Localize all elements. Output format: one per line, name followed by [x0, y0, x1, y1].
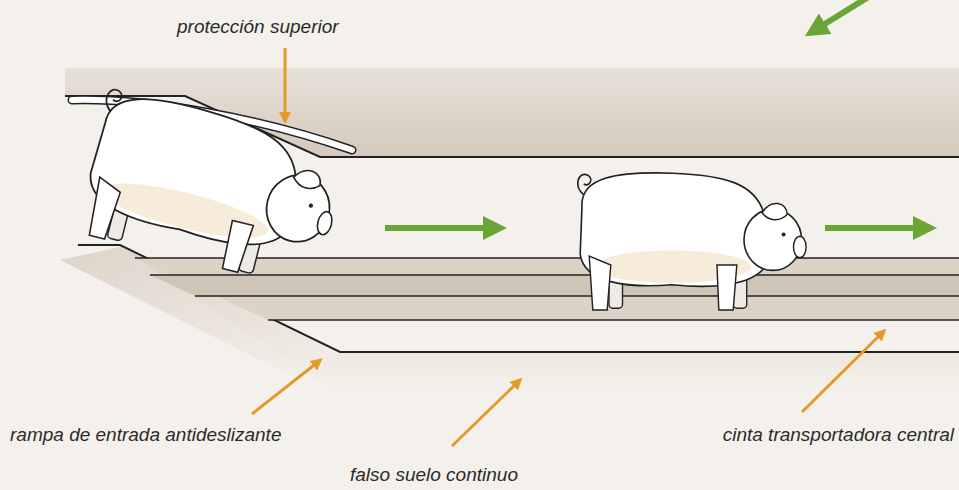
leader-arrow [284, 48, 287, 118]
pig [74, 86, 351, 291]
ramp [78, 245, 959, 352]
flow-arrow [825, 225, 925, 231]
belt-lines [135, 258, 959, 320]
part-label: rampa de entrada antideslizante [10, 424, 281, 447]
part-label: falso suelo continuo [350, 464, 518, 487]
flow-arrow [815, 0, 870, 30]
conveyor-belt [135, 258, 959, 320]
leader-arrow [802, 333, 882, 412]
part-label: protección superior [177, 16, 339, 39]
belt-stripe [150, 275, 959, 296]
leader-arrow [252, 362, 318, 414]
part-label: cinta transportadora central [723, 424, 954, 447]
pig [578, 173, 806, 310]
leader-arrow [452, 382, 518, 446]
flow-arrow [385, 225, 495, 231]
